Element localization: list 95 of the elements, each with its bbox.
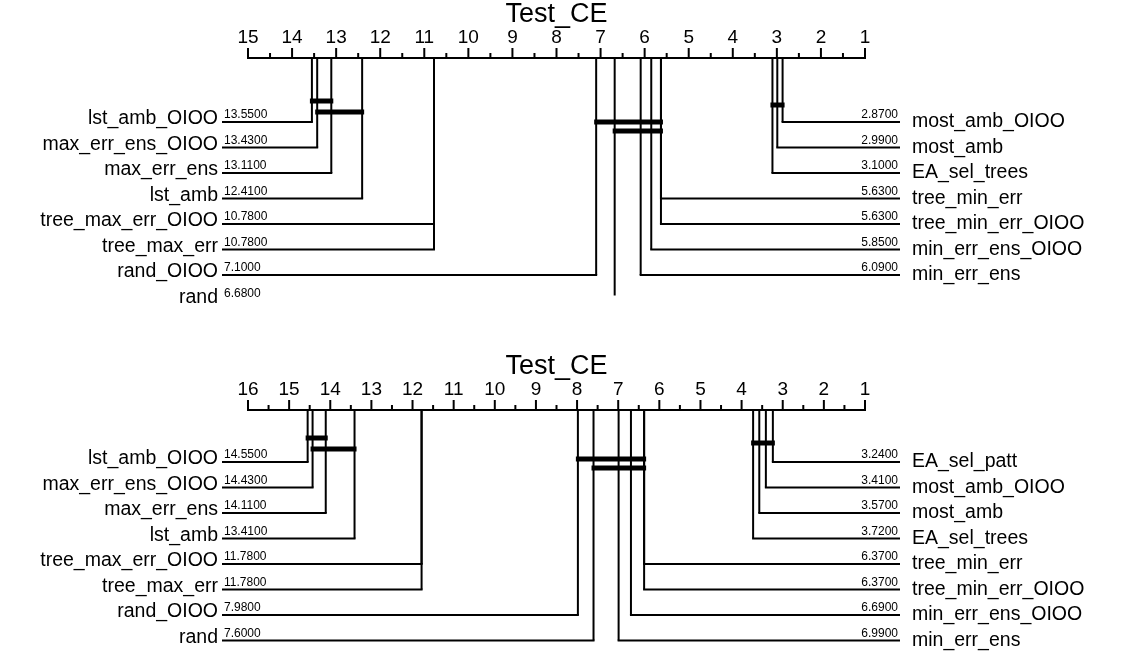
tick-label: 16 <box>236 379 260 398</box>
rank-value: 7.9800 <box>224 601 261 613</box>
rank-value: 7.1000 <box>224 261 261 273</box>
rank-value: 3.5700 <box>861 499 898 511</box>
method-name: rand_OIOO <box>117 601 218 621</box>
tick-label: 3 <box>770 27 784 46</box>
rank-value: 6.3700 <box>861 575 898 588</box>
rank-value: 11.7800 <box>224 550 267 562</box>
tick-label: 9 <box>530 379 542 398</box>
tick-label: 6 <box>653 379 666 398</box>
tick-label: 15 <box>277 379 301 398</box>
tick-label: 8 <box>551 27 562 46</box>
method-name: EA_sel_trees <box>912 162 1028 182</box>
method-name: tree_min_err_OIOO <box>912 578 1085 598</box>
method-name: tree_max_err_OIOO <box>40 210 218 230</box>
rank-value: 13.1100 <box>224 159 267 171</box>
tick-label: 13 <box>324 27 348 46</box>
method-name: tree_min_err <box>912 553 1023 573</box>
method-name: min_err_ens <box>912 629 1021 649</box>
tick-label: 2 <box>817 379 831 398</box>
rank-value: 2.9900 <box>861 133 898 146</box>
tick-label: 11 <box>442 379 465 398</box>
tick-label: 7 <box>611 379 625 398</box>
rank-value: 14.1100 <box>224 499 267 511</box>
tick-label: 14 <box>318 379 342 398</box>
rank-value: 10.7800 <box>224 235 268 248</box>
rank-value: 14.5500 <box>224 448 268 460</box>
rank-value: 6.6800 <box>224 286 261 299</box>
tick-label: 6 <box>638 27 651 46</box>
tick-label: 9 <box>507 27 518 46</box>
rank-value: 2.8700 <box>861 108 898 120</box>
tick-label: 4 <box>726 27 740 46</box>
tick-label: 12 <box>368 27 392 46</box>
rank-value: 6.6900 <box>861 601 898 613</box>
rank-value: 6.9900 <box>861 626 898 639</box>
rank-value: 6.0900 <box>861 261 898 273</box>
tick-label: 15 <box>236 27 260 46</box>
tick-label: 3 <box>776 379 789 398</box>
tick-label: 10 <box>483 379 506 398</box>
method-name: most_amb_OIOO <box>912 476 1065 496</box>
rank-value: 3.1000 <box>861 159 898 171</box>
method-name: tree_max_err <box>102 575 218 595</box>
rank-value: 13.4300 <box>224 133 268 146</box>
method-name: min_err_ens_OIOO <box>912 604 1083 624</box>
method-name: rand <box>178 626 218 646</box>
tick-label: 5 <box>682 27 695 46</box>
tick-label: 2 <box>814 27 828 46</box>
rank-value: 7.6000 <box>224 626 261 639</box>
tick-label: 8 <box>571 379 583 398</box>
rank-value: 3.7200 <box>861 524 898 537</box>
method-name: EA_sel_trees <box>912 527 1028 547</box>
method-name: tree_max_err <box>102 235 218 255</box>
method-name: most_amb_OIOO <box>912 111 1065 131</box>
method-name: rand <box>178 286 218 306</box>
rank-value: 10.7800 <box>224 210 268 222</box>
method-name: rand_OIOO <box>117 261 218 281</box>
method-name: max_err_ens <box>104 499 218 519</box>
method-name: min_err_ens <box>912 264 1021 284</box>
method-name: tree_min_err <box>912 187 1023 207</box>
method-name: lst_amb_OIOO <box>87 108 218 128</box>
method-name: lst_amb <box>149 184 218 204</box>
rank-value: 14.4300 <box>224 473 268 486</box>
rank-value: 3.2400 <box>861 448 898 460</box>
rank-value: 13.4100 <box>224 524 268 537</box>
rank-value: 5.6300 <box>861 210 898 222</box>
tick-label: 7 <box>595 27 606 46</box>
rank-value: 12.4100 <box>224 184 268 197</box>
tick-label: 12 <box>400 379 425 398</box>
tick-label: 11 <box>413 27 436 46</box>
method-name: min_err_ens_OIOO <box>912 238 1083 258</box>
tick-label: 13 <box>359 379 383 398</box>
method-name: tree_max_err_OIOO <box>40 550 218 570</box>
chart-title: Test_CE <box>504 0 609 27</box>
rank-value: 5.8500 <box>861 235 898 248</box>
method-name: tree_min_err_OIOO <box>912 213 1085 233</box>
tick-label: 1 <box>858 379 872 398</box>
tick-label: 14 <box>280 27 304 46</box>
rank-value: 11.7800 <box>224 575 267 588</box>
tick-label: 4 <box>735 379 748 398</box>
tick-label: 5 <box>694 379 707 398</box>
rank-value: 13.5500 <box>224 108 268 120</box>
method-name: max_err_ens_OIOO <box>42 473 218 493</box>
chart-title: Test_CE <box>504 352 609 379</box>
method-name: max_err_ens_OIOO <box>42 133 218 153</box>
rank-value: 5.6300 <box>861 184 898 197</box>
rank-value: 6.3700 <box>861 550 898 562</box>
tick-label: 10 <box>456 27 480 46</box>
method-name: max_err_ens <box>104 159 218 179</box>
method-name: most_amb <box>912 136 1004 156</box>
method-name: lst_amb <box>149 524 218 544</box>
tick-label: 1 <box>858 27 872 46</box>
method-name: lst_amb_OIOO <box>87 448 218 468</box>
method-name: EA_sel_patt <box>912 451 1018 471</box>
rank-value: 3.4100 <box>861 473 898 486</box>
method-name: most_amb <box>912 502 1004 522</box>
